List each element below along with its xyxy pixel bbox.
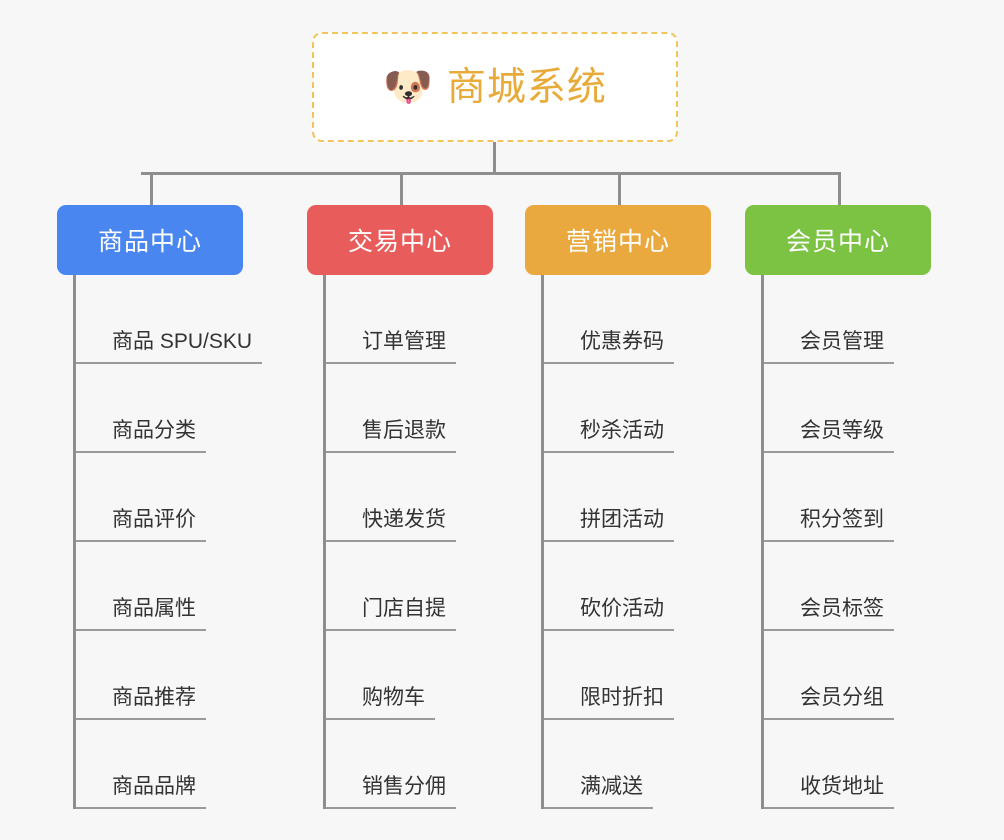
trunk-connector-product-center xyxy=(73,275,76,809)
leaf-item[interactable]: 购物车 xyxy=(326,631,435,720)
leaf-item[interactable]: 优惠券码 xyxy=(544,275,674,364)
leaf-item[interactable]: 商品评价 xyxy=(76,453,206,542)
leaf-item-label: 商品评价 xyxy=(76,507,206,542)
leaf-item[interactable]: 满减送 xyxy=(544,720,653,809)
category-stub-connector-member-center xyxy=(838,172,841,208)
leaf-item[interactable]: 售后退款 xyxy=(326,364,456,453)
category-box-marketing-center[interactable]: 营销中心 xyxy=(525,205,711,275)
leaf-item-label: 会员分组 xyxy=(764,685,894,720)
category-stub-connector-trade-center xyxy=(400,172,403,208)
leaf-item[interactable]: 会员等级 xyxy=(764,364,894,453)
category-box-member-center[interactable]: 会员中心 xyxy=(745,205,931,275)
leaf-item-label: 秒杀活动 xyxy=(544,418,674,453)
trunk-connector-trade-center xyxy=(323,275,326,809)
category-label-product-center: 商品中心 xyxy=(97,228,202,256)
leaf-item-label: 会员等级 xyxy=(764,418,894,453)
category-box-product-center[interactable]: 商品中心 xyxy=(57,205,243,275)
leaf-item[interactable]: 会员分组 xyxy=(764,631,894,720)
leaf-item[interactable]: 拼团活动 xyxy=(544,453,674,542)
leaf-item[interactable]: 会员管理 xyxy=(764,275,894,364)
leaf-item[interactable]: 商品品牌 xyxy=(76,720,206,809)
leaf-item-label: 购物车 xyxy=(326,685,435,720)
category-label-marketing-center: 营销中心 xyxy=(565,228,670,256)
leaf-item-label: 门店自提 xyxy=(326,596,456,631)
leaf-item-label: 满减送 xyxy=(544,774,653,809)
root-node-mall-system[interactable]: 🐶 商城系统 xyxy=(312,32,678,142)
trunk-connector-member-center xyxy=(761,275,764,809)
leaf-item-label: 会员管理 xyxy=(764,329,894,364)
leaf-item-label: 订单管理 xyxy=(326,329,456,364)
category-label-trade-center: 交易中心 xyxy=(347,228,452,256)
leaf-item-label: 会员标签 xyxy=(764,596,894,631)
category-bus-connector xyxy=(141,172,841,175)
leaf-item-label: 收货地址 xyxy=(764,774,894,809)
leaf-item[interactable]: 砍价活动 xyxy=(544,542,674,631)
leaf-item-label: 快递发货 xyxy=(326,507,456,542)
root-title: 商城系统 xyxy=(446,65,607,109)
leaf-item-label: 商品属性 xyxy=(76,596,206,631)
leaf-item[interactable]: 销售分佣 xyxy=(326,720,456,809)
leaf-item-label: 商品推荐 xyxy=(76,685,206,720)
leaf-item[interactable]: 收货地址 xyxy=(764,720,894,809)
leaf-item-label: 商品分类 xyxy=(76,418,206,453)
leaf-item[interactable]: 秒杀活动 xyxy=(544,364,674,453)
leaf-item[interactable]: 积分签到 xyxy=(764,453,894,542)
leaf-item-label: 商品 SPU/SKU xyxy=(76,329,263,364)
trunk-connector-marketing-center xyxy=(541,275,544,809)
leaf-item[interactable]: 商品属性 xyxy=(76,542,206,631)
leaf-item[interactable]: 商品 SPU/SKU xyxy=(76,275,263,364)
leaf-item[interactable]: 商品推荐 xyxy=(76,631,206,720)
leaf-item[interactable]: 会员标签 xyxy=(764,542,894,631)
leaf-item[interactable]: 门店自提 xyxy=(326,542,456,631)
root-stem-connector xyxy=(493,142,496,174)
category-stub-connector-marketing-center xyxy=(618,172,621,208)
shiba-dog-face-icon: 🐶 xyxy=(383,65,433,109)
leaf-item-label: 积分签到 xyxy=(764,507,894,542)
category-label-member-center: 会员中心 xyxy=(785,228,890,256)
leaf-item[interactable]: 订单管理 xyxy=(326,275,456,364)
leaf-item-label: 销售分佣 xyxy=(326,774,456,809)
category-box-trade-center[interactable]: 交易中心 xyxy=(307,205,493,275)
leaf-item-label: 限时折扣 xyxy=(544,685,674,720)
category-stub-connector-product-center xyxy=(150,172,153,208)
leaf-item-label: 商品品牌 xyxy=(76,774,206,809)
leaf-item[interactable]: 商品分类 xyxy=(76,364,206,453)
leaf-item[interactable]: 限时折扣 xyxy=(544,631,674,720)
leaf-item[interactable]: 快递发货 xyxy=(326,453,456,542)
leaf-item-label: 拼团活动 xyxy=(544,507,674,542)
leaf-item-label: 优惠券码 xyxy=(544,329,674,364)
leaf-item-label: 砍价活动 xyxy=(544,596,674,631)
leaf-item-label: 售后退款 xyxy=(326,418,456,453)
